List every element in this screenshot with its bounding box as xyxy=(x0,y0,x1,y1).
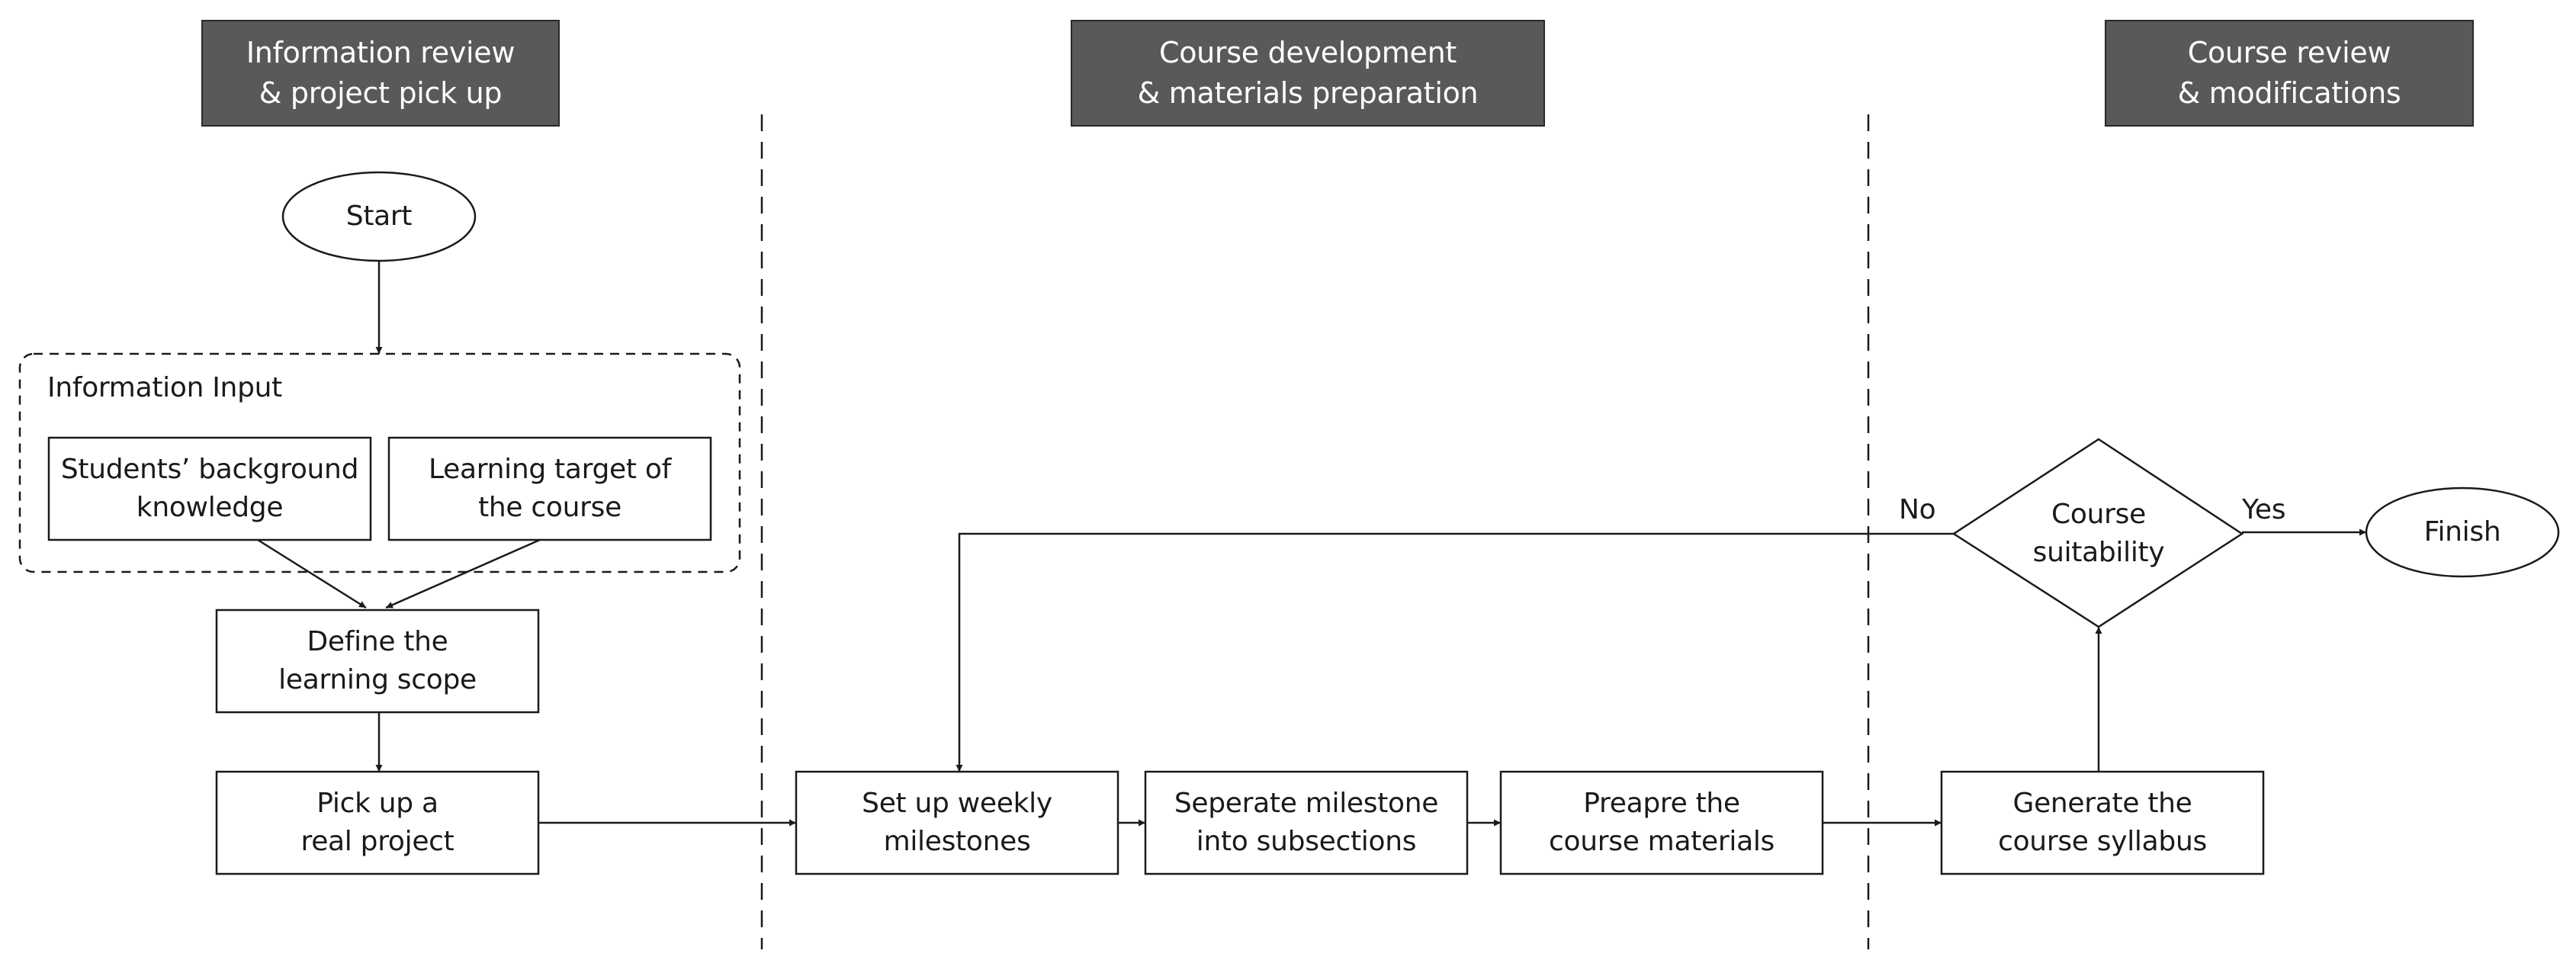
stage-header-3: Course review & modifications xyxy=(2105,20,2474,127)
prepare-materials-box xyxy=(1499,770,1824,875)
edge-decision-no-loop xyxy=(956,532,1954,772)
stage-header-1: Information review & project pick up xyxy=(201,20,560,127)
students-background-box xyxy=(47,436,372,541)
pick-project-box xyxy=(215,770,540,875)
learning-target-box xyxy=(387,436,712,541)
edge-label-no: No xyxy=(1899,494,1936,525)
edge-label-yes: Yes xyxy=(2242,494,2286,525)
define-scope-label: Define the learning scope xyxy=(278,625,477,695)
pick-project-label: Pick up a real project xyxy=(300,787,454,857)
course-suitability-label: Course suitability xyxy=(2032,498,2165,568)
weekly-milestones-label: Set up weekly milestones xyxy=(862,787,1052,857)
stage-header-2: Course development & materials preparati… xyxy=(1071,20,1545,127)
finish-label: Finish xyxy=(2423,515,2501,548)
information-input-group xyxy=(18,352,741,573)
edge-background-to-scope xyxy=(257,538,367,609)
weekly-milestones-box xyxy=(795,770,1119,875)
start-label: Start xyxy=(345,200,413,232)
separate-milestone-box xyxy=(1144,770,1469,875)
generate-syllabus-label: Generate the course syllabus xyxy=(1998,787,2207,857)
information-input-title: Information Input xyxy=(47,372,282,403)
separate-milestone-label: Seperate milestone into subsections xyxy=(1174,787,1439,857)
generate-syllabus-box xyxy=(1940,770,2265,875)
students-background-label: Students’ background knowledge xyxy=(60,453,359,523)
prepare-materials-label: Preapre the course materials xyxy=(1549,787,1775,857)
learning-target-label: Learning target of the course xyxy=(429,453,671,523)
edge-target-to-scope xyxy=(385,538,541,609)
define-scope-box xyxy=(215,609,540,714)
